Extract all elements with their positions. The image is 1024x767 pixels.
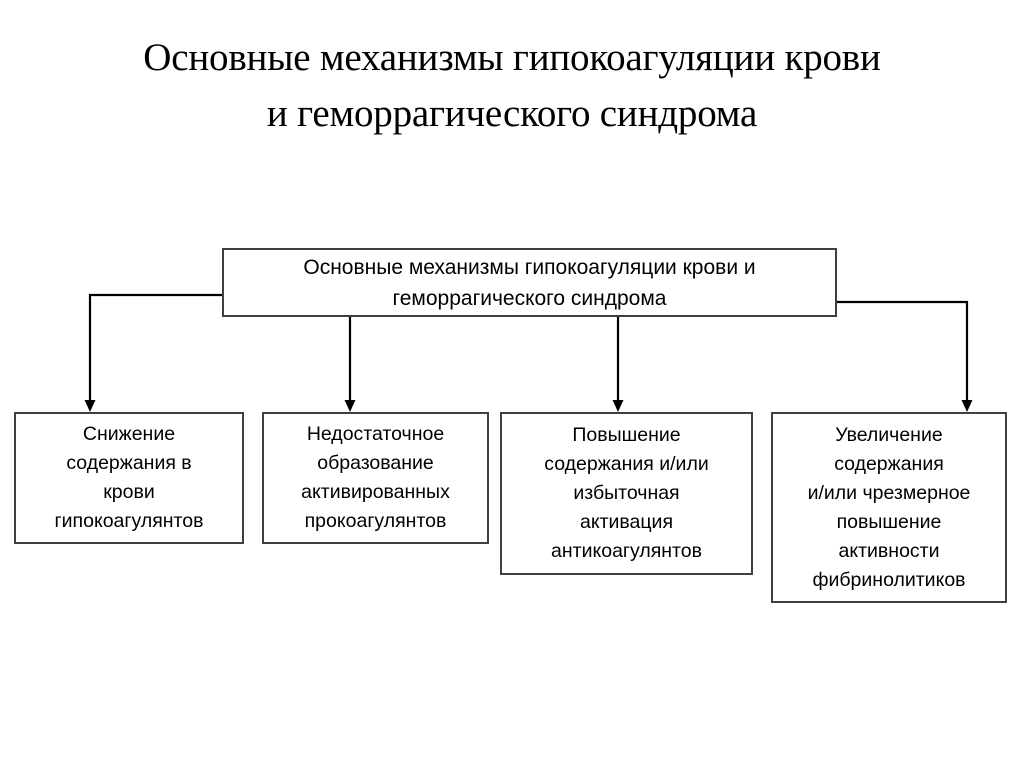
node-increased-anticoagulants[interactable]: Повышение содержания и/или избыточная ак… <box>500 412 753 575</box>
edge-root-to-c <box>612 317 624 412</box>
node-decreased-hypocoagulants[interactable]: Снижение содержания в крови гипокоагулян… <box>14 412 244 544</box>
node-decreased-hypocoagulants-label: Снижение содержания в крови гипокоагулян… <box>54 423 204 532</box>
node-root-label: Основные механизмы гипокоагуляции крови … <box>303 255 756 310</box>
page-title: Основные механизмы гипокоагуляции крови … <box>143 36 881 135</box>
edge-root-to-a <box>84 293 222 412</box>
node-insufficient-procoagulants-label: Недостаточное образование активированных… <box>301 423 450 532</box>
node-root[interactable]: Основные механизмы гипокоагуляции крови … <box>222 248 837 317</box>
edge-root-to-b <box>344 317 356 412</box>
node-insufficient-procoagulants[interactable]: Недостаточное образование активированных… <box>262 412 489 544</box>
node-increased-fibrinolytics-label: Увеличение содержания и/или чрезмерное п… <box>807 423 971 591</box>
node-increased-anticoagulants-label: Повышение содержания и/или избыточная ак… <box>544 424 709 562</box>
edge-root-to-d <box>837 300 973 412</box>
node-increased-fibrinolytics[interactable]: Увеличение содержания и/или чрезмерное п… <box>771 412 1007 603</box>
